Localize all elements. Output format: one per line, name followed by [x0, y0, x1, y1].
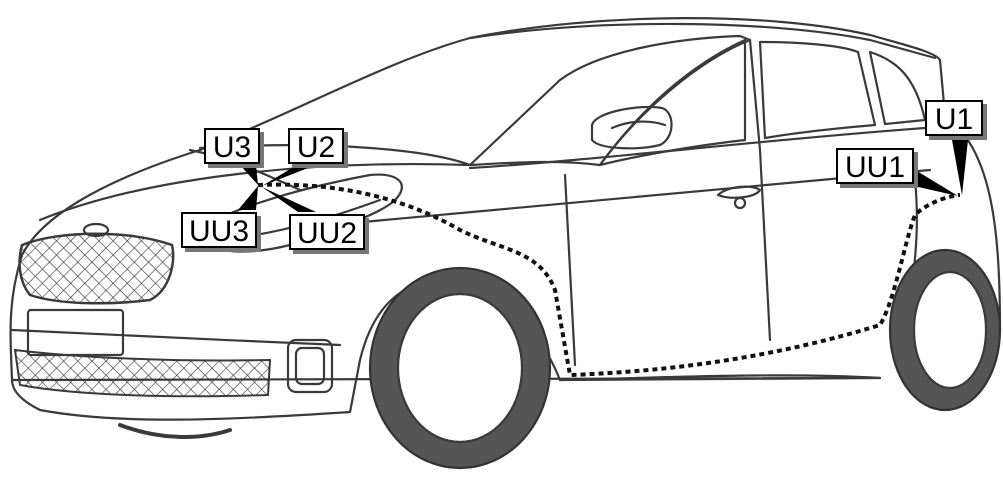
lower-grille [15, 350, 270, 396]
windshield [200, 36, 750, 165]
callout-uu2: UU2 [289, 214, 365, 250]
roof-line [470, 24, 935, 58]
uu1-pointer [912, 168, 958, 196]
u1-pointer [952, 140, 968, 195]
uu3-pointer [238, 186, 258, 210]
callout-u2: U2 [288, 128, 344, 164]
rear-rim [914, 272, 986, 388]
front-grille [20, 234, 174, 304]
quarter-window [870, 52, 925, 124]
callout-uu3: UU3 [181, 212, 257, 248]
rear-window [760, 42, 875, 138]
front-rim [398, 294, 522, 442]
callout-uu1: UU1 [836, 148, 914, 184]
u3-pointer [240, 165, 258, 185]
callout-u1: U1 [925, 100, 983, 136]
callout-u3: U3 [204, 128, 260, 164]
